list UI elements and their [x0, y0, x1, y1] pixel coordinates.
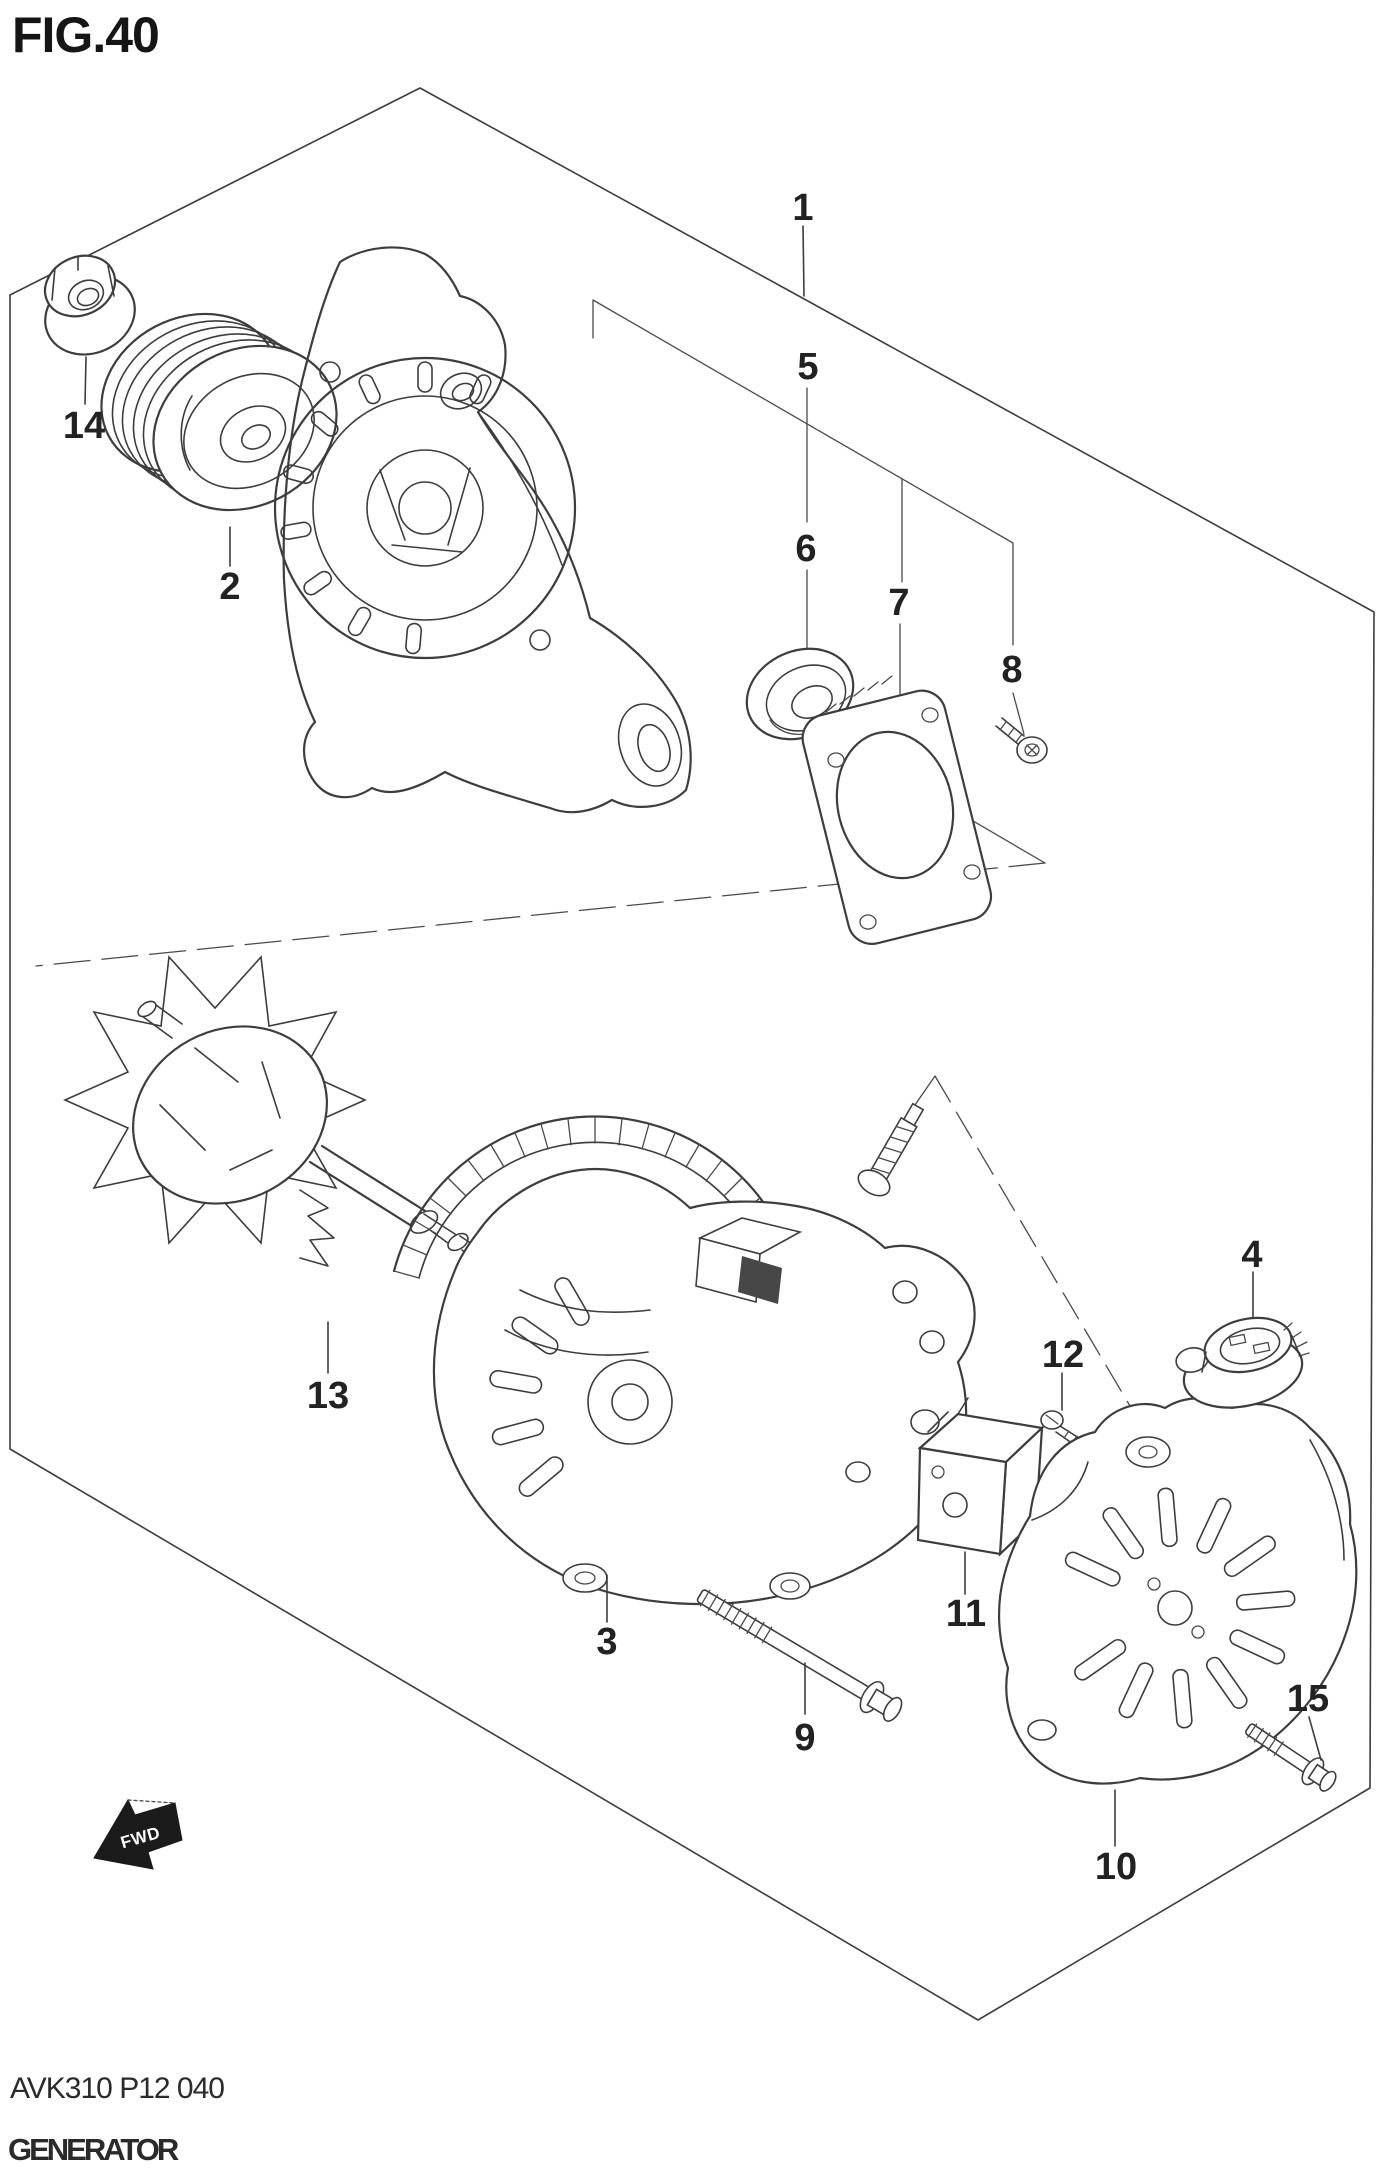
callout-5: 5: [797, 346, 818, 388]
bearing-retainer-plate: [801, 675, 993, 945]
stator-rear-frame: [392, 1102, 976, 1606]
callout-3: 3: [596, 1621, 617, 1663]
lock-nut: [43, 254, 136, 356]
stator-lamination-teeth: [393, 1116, 797, 1279]
callout-numbers: 1 2 3 4 5 6 7 8 9 10 11 12 13 14 15: [63, 187, 1329, 1888]
terminal-cap: [1175, 1316, 1310, 1409]
b-plus-terminal-stud: [857, 1102, 925, 1197]
leader-lines: [84, 225, 1322, 1847]
callout-6: 6: [795, 528, 816, 570]
callout-1: 1: [792, 187, 813, 229]
callout-10: 10: [1095, 1846, 1137, 1888]
callout-15: 15: [1287, 1678, 1329, 1720]
callout-9: 9: [794, 1717, 815, 1759]
callout-8: 8: [1001, 649, 1022, 691]
rotor: [63, 955, 486, 1267]
callout-13: 13: [307, 1375, 349, 1417]
fwd-direction-marker: FWD: [93, 1798, 183, 1870]
retainer-screw: [995, 717, 1048, 764]
callout-12: 12: [1042, 1334, 1084, 1376]
callout-7: 7: [888, 582, 909, 624]
callout-2: 2: [219, 566, 240, 608]
callout-11: 11: [946, 1593, 986, 1635]
regulator-brush-holder: [916, 1397, 1045, 1557]
drive-end-housing: [273, 246, 692, 814]
cover-bolt: [1245, 1723, 1337, 1792]
frame-border: [9, 87, 1375, 2021]
callout-4: 4: [1241, 1234, 1262, 1276]
page-code: AVK310 P12 040: [10, 2072, 225, 2105]
through-bolt: [696, 1589, 903, 1722]
page-caption: GENERATOR: [8, 2132, 179, 2167]
pulley: [100, 312, 338, 512]
callout-14: 14: [63, 405, 105, 447]
figure-title: FIG.40: [12, 7, 160, 63]
rear-cover: [997, 1397, 1358, 1785]
